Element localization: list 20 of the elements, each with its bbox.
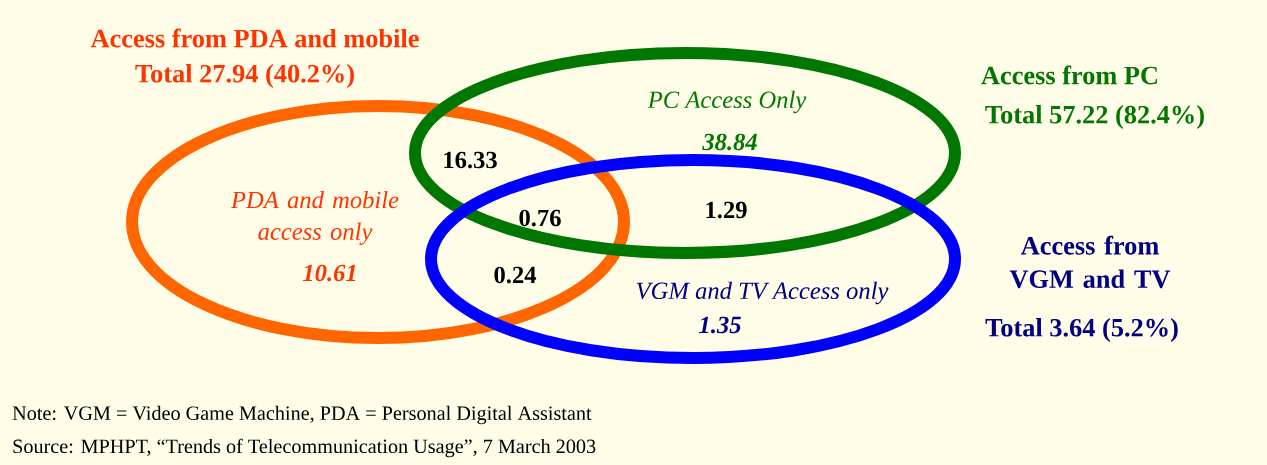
region-value: 38.84 [702, 133, 757, 151]
region-value: 1.35 [699, 316, 741, 334]
venn-ellipse [126, 100, 630, 344]
set-total: Total 3.64 (5.2%) [985, 318, 1178, 342]
footnote: Note: VGM = Video Game Machine, PDA = Personal Digital Assistant [12, 405, 592, 425]
set-total: Total 27.94 (40.2%) [135, 64, 354, 88]
overlap-value: 0.24 [494, 266, 537, 284]
region-label: VGM and TV Access only [636, 281, 889, 305]
overlap-value: 16.33 [444, 151, 497, 169]
region-label: PC Access Only [647, 90, 807, 114]
set-heading: Access from PDA and mobile [90, 28, 419, 48]
region-value: 10.61 [302, 264, 356, 282]
overlap-value: 1.29 [706, 201, 747, 219]
overlap-value: 0.76 [519, 209, 561, 227]
set-heading: Access from PC [981, 65, 1158, 85]
set-total: Total 57.22 (82.4%) [985, 105, 1204, 129]
venn-ellipse [409, 47, 961, 259]
set-heading: Access from VGM and TV [1009, 235, 1171, 289]
region-label: PDA and mobile access only [230, 190, 399, 245]
footnote: Source: MPHPT, “Trends of Telecommunication Usage”, 7 March 2003 [13, 438, 596, 458]
